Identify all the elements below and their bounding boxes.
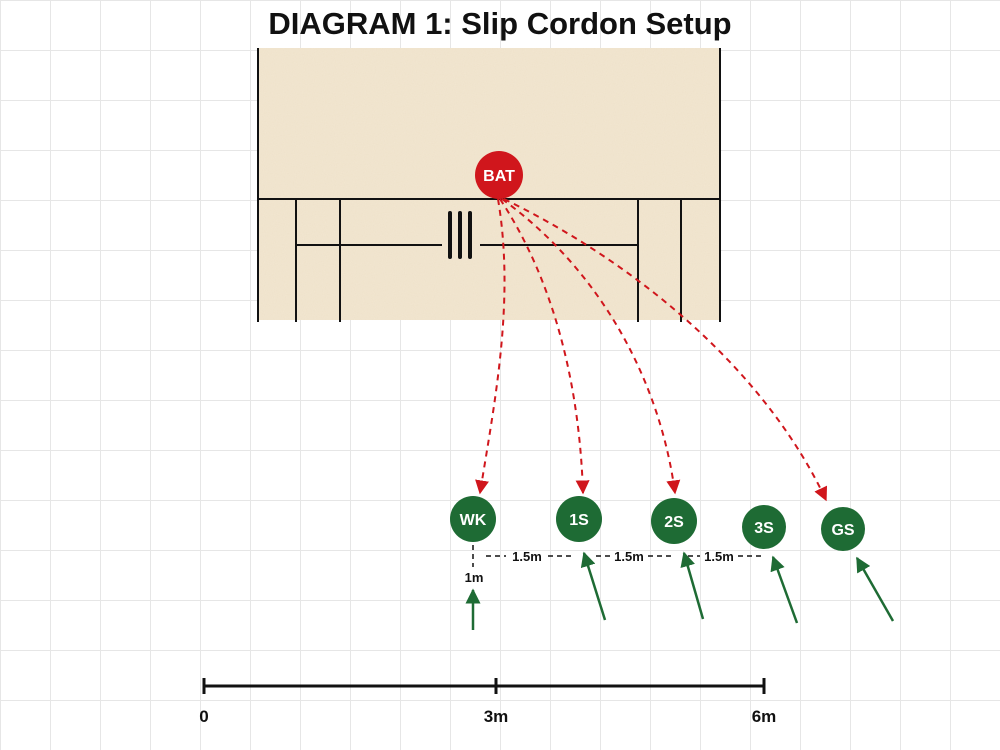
- stumps-icon: [448, 211, 472, 259]
- batter-label: BAT: [483, 168, 515, 185]
- spacing-lines: [472, 545, 764, 567]
- fielder-gs: GS: [821, 507, 865, 551]
- gap-label-2: 1.5m: [614, 549, 644, 564]
- gap-label-1: 1.5m: [512, 549, 542, 564]
- movement-arrow-2s: [680, 551, 705, 620]
- fielder-3s: 3S: [742, 505, 786, 549]
- movement-arrows: [465, 551, 895, 630]
- edge-path-1s: [499, 198, 590, 495]
- fielder-label: 3S: [754, 520, 774, 537]
- wk-depth-label: 1m: [465, 570, 484, 585]
- movement-arrow-gs: [855, 556, 895, 622]
- edge-path-gs: [503, 198, 828, 502]
- edge-paths: [475, 198, 828, 502]
- fielder-label: GS: [831, 522, 854, 539]
- fielder-label: 1S: [569, 512, 589, 529]
- fielder-label: 2S: [664, 514, 684, 531]
- fielder-2s: 2S: [651, 498, 697, 544]
- edge-path-wk: [475, 198, 506, 495]
- fielder-1s: 1S: [556, 496, 602, 542]
- batter-marker: BAT: [475, 151, 523, 199]
- edge-path-2s: [501, 198, 681, 495]
- scale-tick-label: 6m: [752, 707, 777, 726]
- gap-label-3: 1.5m: [704, 549, 734, 564]
- scale-bar: [202, 678, 766, 694]
- diagram-title: DIAGRAM 1: Slip Cordon Setup: [268, 6, 732, 41]
- scale-tick-label: 0: [199, 707, 208, 726]
- pitch: [257, 48, 721, 322]
- movement-arrow-1s: [580, 551, 607, 621]
- scale-tick-label: 3m: [484, 707, 509, 726]
- fielder-wk: WK: [450, 496, 496, 542]
- movement-arrow-3s: [770, 555, 799, 624]
- crease-lines: [258, 198, 720, 322]
- fielder-label: WK: [460, 512, 487, 529]
